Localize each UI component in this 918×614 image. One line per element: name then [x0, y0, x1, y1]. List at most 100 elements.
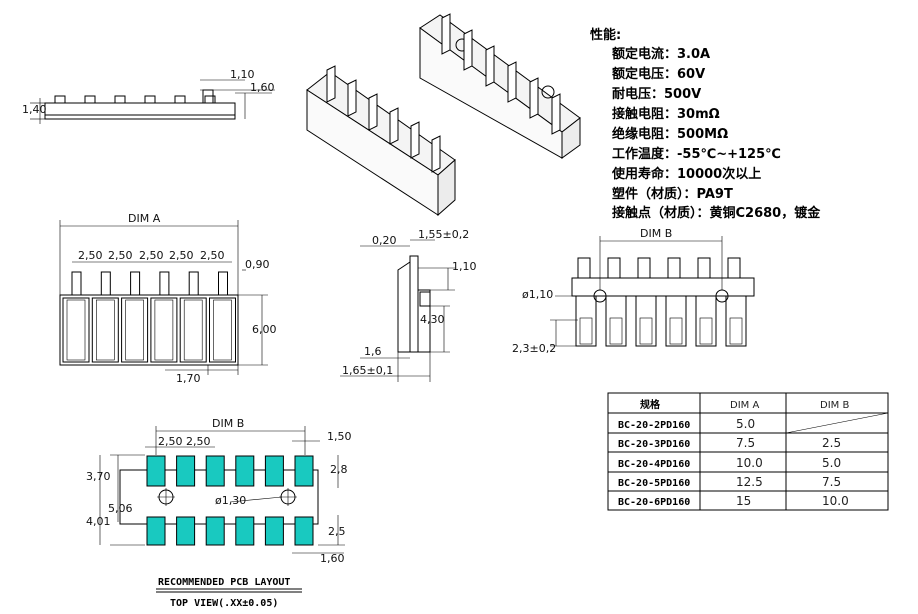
specs-heading: 性能: [590, 27, 621, 43]
pcb-pitch: 2,50 [186, 435, 211, 448]
table-cell-part: BC-20-5PD160 [618, 478, 690, 489]
pcb-dim: 5,06 [108, 502, 133, 515]
table-cell-dim-a: 7.5 [736, 436, 755, 450]
pcb-pad-top [176, 455, 196, 487]
pcb-pad-top [235, 455, 255, 487]
pcb-dim: ø1,30 [215, 494, 246, 507]
pcb-dim: 4,01 [86, 515, 111, 528]
table-cell-dim-a: 15 [736, 494, 751, 508]
pcb-layout: DIM B 2,50 2,50 1,50 3,70 2,8 5,06 ø1,30… [86, 417, 352, 609]
table-cell-dim-b: 5.0 [822, 456, 841, 470]
front-pitch: 2,50 [200, 249, 225, 262]
rear-view: DIM B ø1,10 2,3±0,2 [512, 227, 755, 355]
contact-fin [347, 79, 357, 117]
section-dim-1: 0,20 [372, 234, 397, 247]
table-header-part: 规格 [640, 398, 661, 411]
table-row: BC-20-6PD160 15 10.0 [618, 494, 849, 508]
table-cell-part: BC-20-3PD160 [618, 439, 690, 450]
front-contact-pin [100, 271, 111, 296]
rear-cell [725, 295, 747, 347]
front-pitch: 2,50 [139, 249, 164, 262]
front-dim-2: 6,00 [252, 323, 277, 336]
table-cell-part: BC-20-6PD160 [618, 497, 690, 508]
pcb-pad-bottom [294, 516, 314, 546]
section-dim-5: 1,6 [364, 345, 382, 358]
rear-pin [667, 257, 681, 279]
table-header-dim-a: DIM A [730, 400, 759, 411]
front-dim-1: 0,90 [245, 258, 270, 271]
section-view: 0,20 1,55±0,2 1,10 4,30 1,6 1,65±0,1 [340, 228, 477, 382]
dimension-table: 规格 DIM A DIM B BC-20-2PD160 5.0 BC-20-3P… [607, 392, 889, 511]
table-row: BC-20-2PD160 5.0 [618, 417, 755, 431]
rear-pin [637, 257, 651, 279]
pcb-pitch: 2,50 [158, 435, 183, 448]
front-cell [62, 297, 90, 363]
front-contact-pin [188, 271, 199, 296]
front-contact-pin [159, 271, 170, 296]
section-dim-6: 1,65±0,1 [342, 364, 393, 377]
side-dim-3: 1,40 [22, 103, 47, 116]
front-cell [179, 297, 207, 363]
contact-fin [463, 29, 473, 71]
section-dim-3: 1,10 [452, 260, 477, 273]
section-dim-4: 4,30 [420, 313, 445, 326]
table-cell-part: BC-20-4PD160 [618, 459, 690, 470]
side-dim-2: 1,60 [250, 81, 275, 94]
contact-fin [507, 61, 517, 103]
front-contact-pin [71, 271, 82, 296]
rear-cell-inner [669, 317, 683, 345]
rear-pin [697, 257, 711, 279]
pcb-pad-bottom [264, 516, 284, 546]
front-cell-inner [183, 299, 203, 361]
pcb-caption: RECOMMENDED PCB LAYOUT [158, 577, 290, 588]
rear-dim-1: ø1,10 [522, 288, 553, 301]
rear-cell [635, 295, 657, 347]
section-dim-2: 1,55±0,2 [418, 228, 469, 241]
front-cell-inner [154, 299, 174, 361]
pcb-pad-top [146, 455, 166, 487]
contact-fin [485, 45, 495, 87]
rear-dim-2: 2,3±0,2 [512, 342, 556, 355]
pcb-dim: 2,5 [328, 525, 346, 538]
front-pitch: 2,50 [169, 249, 194, 262]
front-cell-inner [66, 299, 86, 361]
contact-fin [441, 13, 451, 55]
rear-cell [575, 295, 597, 347]
spec-line: 工作温度：-55℃~+125℃ [612, 146, 781, 162]
rear-pin [577, 257, 591, 279]
rear-cell [665, 295, 687, 347]
spec-line: 耐电压：500V [612, 86, 701, 102]
spec-line: 塑件（材质）：PA9T [612, 186, 733, 202]
side-contact-bump [84, 95, 96, 104]
table-cell-dim-b: 2.5 [822, 436, 841, 450]
table-row: BC-20-3PD160 7.5 2.5 [618, 436, 841, 450]
rear-pin [727, 257, 741, 279]
pcb-dim: 2,8 [330, 463, 348, 476]
pcb-pad-bottom [176, 516, 196, 546]
spec-line: 额定电流：3.0A [612, 46, 710, 62]
rear-cell-inner [729, 317, 743, 345]
pcb-pad-top [264, 455, 284, 487]
side-view: 1,10 1,60 1,40 [22, 68, 275, 124]
contact-fin [431, 135, 441, 173]
spec-line: 绝缘电阻：500MΩ [612, 126, 728, 142]
front-dim-a-title: DIM A [128, 212, 161, 225]
front-cell [209, 297, 236, 363]
contact-fin [551, 93, 561, 135]
rear-cell-inner [699, 317, 713, 345]
spec-line: 接触点（材质）：黄铜C2680，镀金 [612, 205, 821, 221]
table-cell-dim-a: 5.0 [736, 417, 755, 431]
rear-cell-inner [639, 317, 653, 345]
table-row: BC-20-4PD160 10.0 5.0 [618, 456, 841, 470]
front-cell-inner [125, 299, 144, 361]
pcb-dim: 3,70 [86, 470, 111, 483]
table-cell-dim-b: 10.0 [822, 494, 849, 508]
rear-pin [607, 257, 621, 279]
pcb-pad-bottom [235, 516, 255, 546]
pcb-pad-bottom [146, 516, 166, 546]
spec-line: 使用寿命：10000次以上 [611, 166, 761, 182]
side-contact-bump [54, 95, 66, 104]
pcb-dim: 1,60 [320, 552, 345, 565]
front-contact-pin [218, 271, 228, 296]
